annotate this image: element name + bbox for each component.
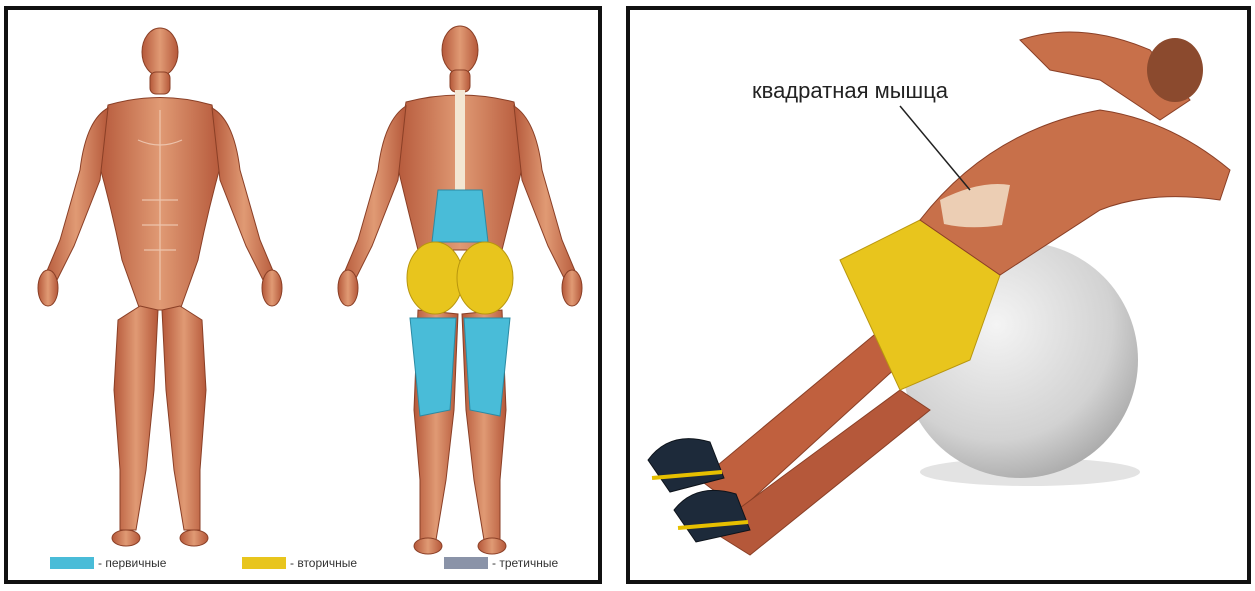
muscle-legend: - первичные - вторичные - третичные: [8, 556, 598, 574]
muscle-callout-label: квадратная мышца: [752, 78, 948, 104]
legend-swatch-primary: [50, 557, 94, 569]
primary-muscle-lower-back: [432, 190, 488, 242]
legend-label-secondary: - вторичные: [290, 556, 357, 570]
callout-leader-line: [900, 106, 970, 190]
legend-item-primary: - первичные: [50, 556, 166, 570]
secondary-muscle-glute-right: [457, 242, 513, 314]
legend-item-tertiary: - третичные: [444, 556, 558, 570]
anatomy-illustration: [8, 10, 598, 580]
legend-swatch-tertiary: [444, 557, 488, 569]
exercise-illustration-panel: квадратная мышца: [626, 6, 1251, 584]
legend-label-primary: - первичные: [98, 556, 166, 570]
legend-swatch-secondary: [242, 557, 286, 569]
legend-item-secondary: - вторичные: [242, 556, 357, 570]
legend-label-tertiary: - третичные: [492, 556, 558, 570]
secondary-muscle-glute-left: [407, 242, 463, 314]
muscle-diagram-panel: - первичные - вторичные - третичные: [4, 6, 602, 584]
